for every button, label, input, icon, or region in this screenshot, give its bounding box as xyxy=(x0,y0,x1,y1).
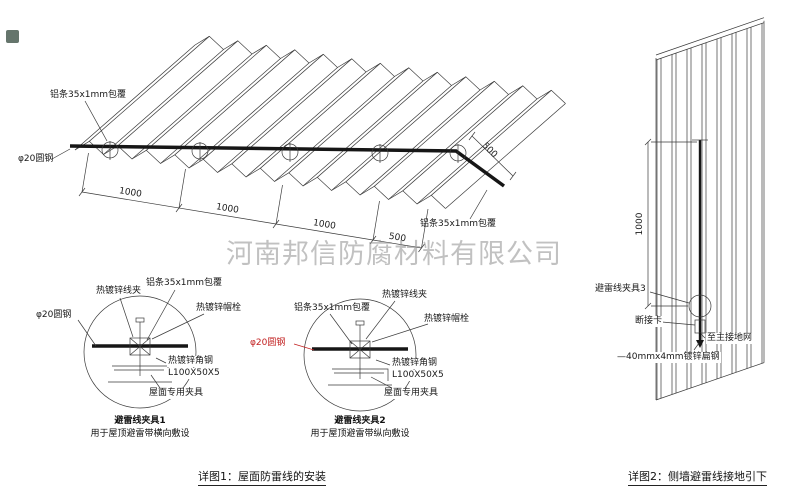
label-aluminum-strip-right: 铝条35x1mm包覆 xyxy=(420,219,497,229)
detail1-label-roof-fixture: 屋面专用夹具 xyxy=(148,388,205,399)
detail2-label-angle-steel: 热镀锌角钢 xyxy=(391,358,439,369)
roof-lightning-wire xyxy=(69,144,506,188)
detail1-subtitle: 用于屋顶避雷带横向敷设 xyxy=(90,429,190,439)
corner-stamp-icon xyxy=(6,30,19,43)
detail1-label-wire-clip: 热镀锌线夹 xyxy=(96,286,142,296)
dim-1000-1: 1000 xyxy=(118,186,142,200)
ground-arrow xyxy=(696,340,704,348)
detail2-label-roof-fixture: 屋面专用夹具 xyxy=(383,388,440,399)
dim-1000-2: 1000 xyxy=(215,202,239,216)
detail2-label-al-strip: 铝条35x1mm包覆 xyxy=(294,303,371,313)
detail1-label-bolt: 热镀锌帽栓 xyxy=(196,303,242,313)
wall-dimension xyxy=(644,138,697,310)
detail2-label-angle-spec: L100X50X5 xyxy=(391,370,445,381)
detail1-label-al-strip: 铝条35x1mm包覆 xyxy=(146,278,223,288)
detail1-title: 避雷线夹具1 xyxy=(114,416,166,426)
detail2-subtitle: 用于屋顶避雷带纵向敷设 xyxy=(310,429,410,439)
detail2-label-round-steel: φ20圆钢 xyxy=(250,338,286,348)
wall-label-clamp3: 避雷线夹具3 xyxy=(594,284,647,295)
detail1-label-angle-spec: L100X50X5 xyxy=(167,368,221,379)
detail2-title: 避雷线夹具2 xyxy=(334,416,386,426)
detail2-round-steel-leader xyxy=(293,343,315,351)
wall-label-flat-steel: —40mmx4mm镀锌扁钢 xyxy=(616,352,721,363)
caption-detail2: 详图2：侧墙避雷线接地引下 xyxy=(628,468,767,486)
detail2-label-wire-clip: 热镀锌线夹 xyxy=(382,290,428,300)
wall-label-disconnect: 断接卡 xyxy=(634,316,664,327)
label-round-steel-main: φ20圆钢 xyxy=(18,154,54,164)
roof-bottom-dimension xyxy=(78,152,429,253)
roof-leader-lines xyxy=(51,100,488,220)
label-aluminum-strip-top: 铝条35x1mm包覆 xyxy=(50,90,127,100)
wall-clamp-callout-circle xyxy=(688,294,712,318)
dim-500-bottom: 500 xyxy=(388,232,407,245)
roof-right-dimension xyxy=(468,131,517,181)
detail1-label-angle-steel: 热镀锌角钢 xyxy=(167,356,215,367)
caption-detail1: 详图1：屋面防雷线的安装 xyxy=(198,468,326,486)
detail2-label-bolt: 热镀锌帽栓 xyxy=(424,314,470,324)
roof-corrugation-drawing xyxy=(74,35,566,209)
wall-dim-1000: 1000 xyxy=(635,212,645,235)
dim-1000-3: 1000 xyxy=(312,218,336,232)
wall-leader-lines xyxy=(649,291,706,351)
detail2-leader-lines xyxy=(329,300,429,389)
wall-corrugation-drawing xyxy=(655,17,765,401)
company-watermark: 河南邦信防腐材料有限公司 xyxy=(226,239,562,270)
dim-500-right: 500 xyxy=(480,141,500,160)
roof-wire-clamps xyxy=(101,141,467,163)
wall-label-to-ground: 至主接地网 xyxy=(706,333,754,344)
detail1-label-round-steel: φ20圆钢 xyxy=(36,310,72,320)
detail1-leader-lines xyxy=(77,289,205,389)
